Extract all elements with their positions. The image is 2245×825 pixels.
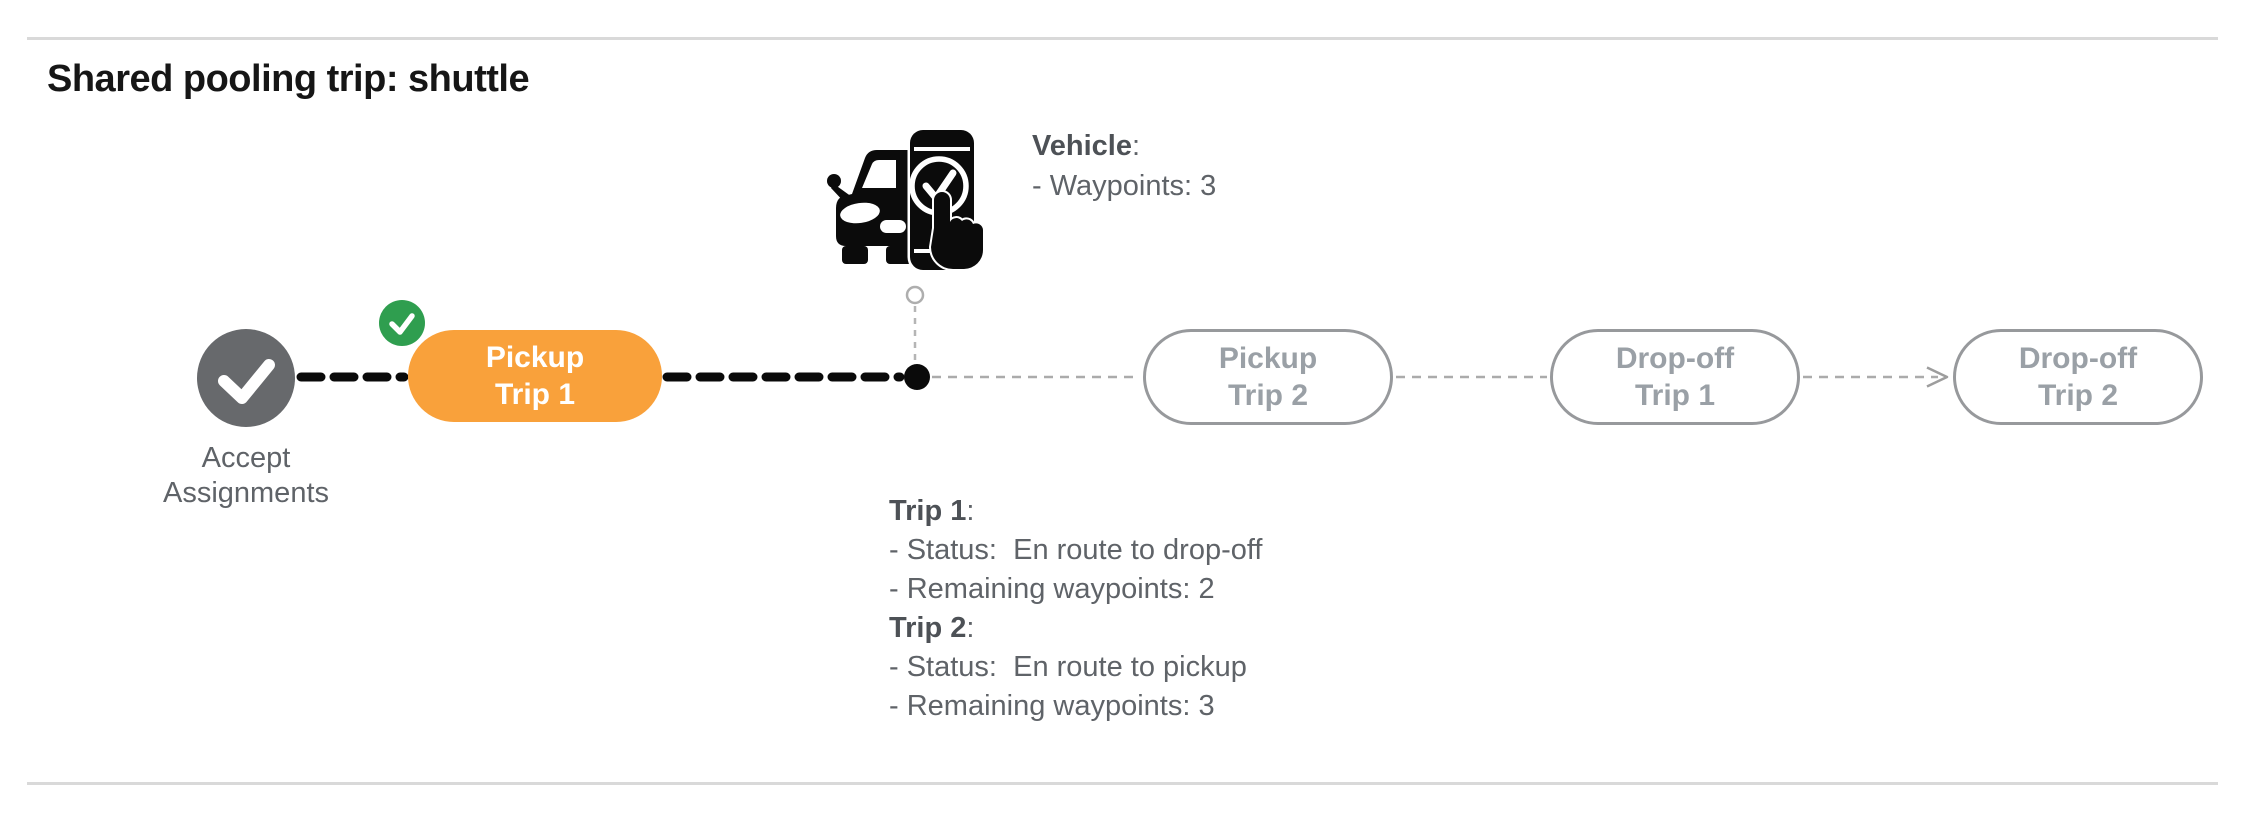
arrowhead-icon [1926,366,1949,388]
trip1-heading: Trip 1: [889,495,975,527]
accept-assignments-node [197,329,295,427]
trip1-status: - Status: En route to drop-off [889,534,1263,566]
trip2-status: - Status: En route to pickup [889,651,1247,683]
vehicle-waypoints: - Waypoints: 3 [1032,170,1217,202]
bottom-divider [27,782,2218,785]
check-icon [218,359,275,404]
node-label-line2: Trip 2 [1227,379,1309,412]
accept-label-line2: Assignments [162,477,329,509]
node-dropoff-trip-2: Drop-off Trip 2 [1953,329,2203,425]
vehicle-anchor-circle [905,285,925,305]
node-label-line1: Drop-off [2018,342,2138,375]
trip-status-block: Trip 1: - Status: En route to drop-off -… [889,492,1262,726]
node-dropoff-trip-1: Drop-off Trip 1 [1550,329,1800,425]
accept-assignments-label: Accept Assignments [121,441,371,511]
vehicle-heading: Vehicle: [1032,130,1141,162]
node-label-line2: Trip 1 [1634,379,1716,412]
vehicle-phone-confirm-icon [827,127,985,273]
vehicle-info-block: Vehicle: - Waypoints: 3 [1032,126,1216,206]
node-pickup-trip-2: Pickup Trip 2 [1143,329,1393,425]
top-divider [27,37,2218,40]
vehicle-position-dot [904,364,930,390]
node-label-line1: Pickup [485,341,585,374]
trip2-heading: Trip 2: [889,612,975,644]
node-label-line1: Pickup [1218,342,1318,375]
check-badge-icon [379,300,425,346]
trip2-waypoints: - Remaining waypoints: 3 [889,690,1215,722]
node-label-line2: Trip 1 [494,378,576,411]
node-pickup-trip-1: Pickup Trip 1 [408,330,662,422]
page-title: Shared pooling trip: shuttle [47,58,530,100]
node-label-line1: Drop-off [1615,342,1735,375]
accept-label-line1: Accept [201,442,291,474]
node-label-line2: Trip 2 [2037,379,2119,412]
trip1-waypoints: - Remaining waypoints: 2 [889,573,1215,605]
